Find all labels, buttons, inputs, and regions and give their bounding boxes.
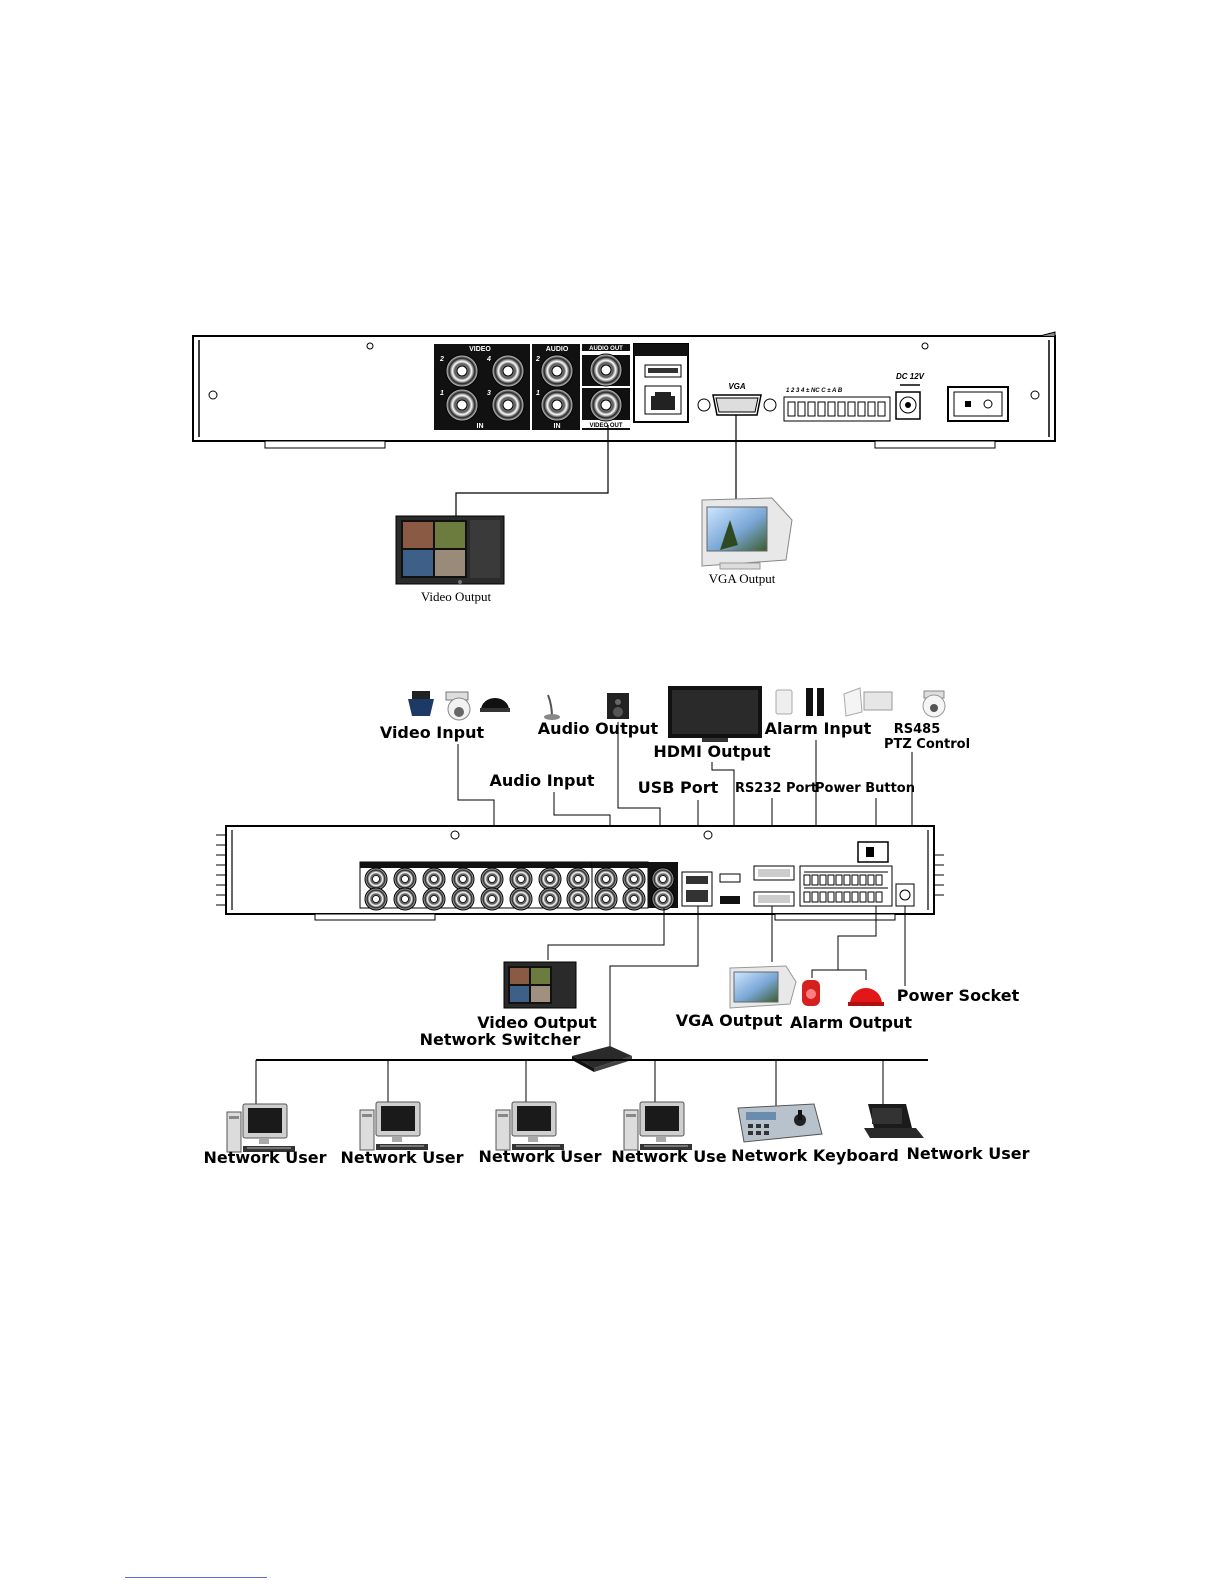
audio-out-label: AUDIO OUT — [589, 346, 623, 352]
audio-in-2-bnc-icon — [540, 354, 574, 388]
bnc-number: 4 — [486, 356, 491, 363]
network-user-label: Network User — [478, 1147, 601, 1166]
bnc-number: 1 — [536, 390, 540, 397]
audio-header-label: AUDIO — [546, 346, 569, 353]
desktop-pc-icon — [226, 1103, 296, 1153]
alarm-output-label: Alarm Output — [790, 1013, 912, 1032]
rs485-label: RS485 — [894, 722, 941, 737]
bnc-number: 2 — [535, 356, 540, 363]
network-usb-block — [633, 343, 689, 423]
bnc-number: 3 — [487, 390, 491, 397]
alarm-terminal-block: 1 2 3 4 ± NC C ± A B — [783, 388, 891, 422]
ptz-camera-icon — [445, 691, 471, 721]
audio-output-label: Audio Output — [538, 719, 659, 738]
dvr-rear-panel-4ch: VIDEO AUDIO AUDIO OUT VIDEO OUT IN IN 2 … — [192, 331, 1056, 449]
usb-port-label: USB Port — [638, 778, 719, 797]
alarm-terminal-block — [799, 865, 893, 907]
video-in-label: IN — [477, 423, 484, 430]
bnc-number: 2 — [439, 356, 444, 363]
video-input-label: Video Input — [380, 723, 485, 742]
microphone-icon — [544, 694, 560, 720]
video-header-label: VIDEO — [469, 346, 491, 353]
bnc-number: 1 — [440, 390, 444, 397]
vga-output-label: VGA Output — [676, 1011, 783, 1030]
top-diagram: VIDEO AUDIO AUDIO OUT VIDEO OUT IN IN 2 … — [192, 331, 1056, 604]
vga-output-monitor-icon — [701, 497, 793, 570]
video-in-1-bnc-icon — [445, 388, 479, 422]
vga-output-label: VGA Output — [709, 571, 776, 586]
alarm-input-label: Alarm Input — [765, 719, 872, 738]
video-in-4-bnc-icon — [491, 354, 525, 388]
video-in-3-bnc-icon — [491, 388, 525, 422]
footnote-separator — [125, 1577, 267, 1578]
audio-in-1-bnc-icon — [540, 388, 574, 422]
rs485-ptz-camera-icon — [922, 690, 946, 718]
network-switcher-label: Network Switcher — [420, 1030, 581, 1049]
alarm-sensors-icon — [775, 687, 893, 717]
dvr-rear-panel-16ch — [216, 825, 944, 921]
bottom-diagram: Video Input Audio Output HDMI Output Ala… — [203, 686, 1030, 1167]
dc-12v-label: DC 12V — [896, 372, 925, 381]
video-in-2-bnc-icon — [445, 354, 479, 388]
vga-output-monitor-icon — [729, 965, 797, 1009]
hdmi-port-icon — [720, 896, 740, 904]
video-output-monitor-icon — [395, 515, 505, 585]
lan-port-icon — [686, 890, 708, 902]
connection-lines-bottom — [547, 906, 906, 1048]
audio-in-label: IN — [554, 423, 561, 430]
desktop-pc-icon — [359, 1101, 429, 1151]
dome-camera-icon — [480, 698, 510, 712]
network-user-label: Network User — [906, 1144, 1029, 1163]
ptz-control-label: PTZ Control — [884, 737, 970, 752]
rs232-port-label: RS232 Port — [735, 781, 817, 796]
desktop-pc-icon — [623, 1101, 693, 1151]
network-bus — [255, 1059, 928, 1108]
speaker-icon — [607, 693, 629, 719]
speed-dome-camera-icon — [408, 691, 434, 716]
video-output-label: Video Output — [477, 1013, 597, 1032]
video-output-label: Video Output — [421, 589, 492, 604]
dc-power-jack-icon — [895, 384, 921, 420]
alarm-siren-icon — [802, 980, 820, 1006]
video-out-label: VIDEO OUT — [589, 423, 622, 429]
svg-text:1 2 3 4 ± NC C ± A B: 1 2 3 4 ± NC C ± A B — [786, 388, 843, 394]
video-out-bnc-icon — [589, 388, 623, 422]
power-socket-label: Power Socket — [897, 986, 1020, 1005]
power-switch-icon — [947, 386, 1009, 422]
video-out-bnc-icon — [651, 887, 675, 911]
audio-input-label: Audio Input — [489, 771, 594, 790]
network-keyboard-label: Network Keyboard — [731, 1146, 899, 1165]
network-user-label: Network User — [340, 1148, 463, 1167]
vga-port-label: VGA — [728, 382, 746, 391]
hdmi-tv-icon — [668, 686, 762, 742]
video-output-monitor-icon — [503, 961, 577, 1009]
network-user-label: Network User — [203, 1148, 326, 1167]
hdmi-output-label: HDMI Output — [653, 742, 771, 761]
vga-port-icon — [697, 394, 777, 416]
network-user-label: Network Use — [611, 1147, 726, 1166]
power-button-label: Power Button — [815, 781, 915, 796]
laptop-icon — [864, 1104, 924, 1138]
alarm-strobe-icon — [848, 988, 884, 1006]
audio-out-bnc-icon — [589, 353, 623, 387]
desktop-pc-icon — [495, 1101, 565, 1151]
ptz-keyboard-icon — [737, 1103, 823, 1143]
usb-port-icon — [686, 876, 708, 884]
audio-out-bnc-icon — [651, 867, 675, 891]
